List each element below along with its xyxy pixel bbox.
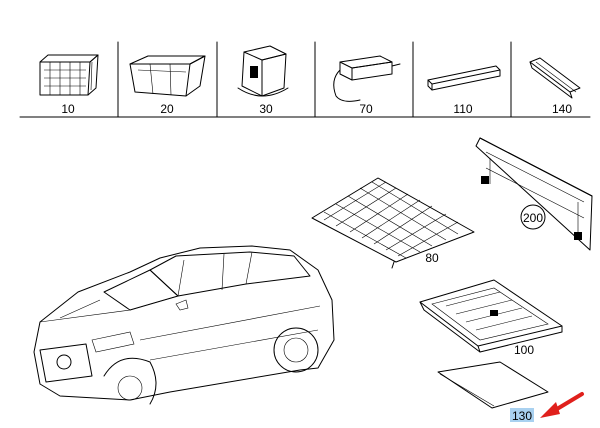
part-number-140: 140 bbox=[552, 102, 572, 116]
part-number-110: 110 bbox=[453, 102, 472, 116]
callout-80: 80 bbox=[425, 251, 439, 265]
cargo-tray-part[interactable] bbox=[419, 279, 563, 353]
board-frame-part[interactable] bbox=[475, 137, 593, 251]
car-outline bbox=[33, 245, 335, 405]
callout-circle bbox=[520, 204, 546, 230]
cooler-box-icon[interactable] bbox=[237, 45, 289, 97]
tray-box-icon[interactable] bbox=[129, 55, 206, 97]
rail-icon[interactable] bbox=[529, 57, 581, 99]
callout-100: 100 bbox=[514, 343, 534, 357]
cargo-net-part[interactable] bbox=[311, 177, 475, 269]
callout-200: 200 bbox=[523, 211, 543, 225]
crate-icon[interactable] bbox=[39, 54, 99, 96]
callout-130: 130 bbox=[512, 409, 532, 423]
red-arrow-icon bbox=[540, 392, 584, 418]
rod-icon[interactable] bbox=[427, 65, 501, 91]
part-number-30: 30 bbox=[259, 102, 273, 116]
floor-mat-part[interactable] bbox=[437, 361, 549, 409]
parts-strip: 10 20 30 70 bbox=[19, 41, 591, 118]
highlight-box bbox=[510, 408, 534, 422]
part-number-70: 70 bbox=[359, 102, 373, 116]
power-adapter-icon[interactable] bbox=[333, 55, 401, 102]
part-number-10: 10 bbox=[61, 102, 75, 116]
part-number-20: 20 bbox=[160, 102, 174, 116]
